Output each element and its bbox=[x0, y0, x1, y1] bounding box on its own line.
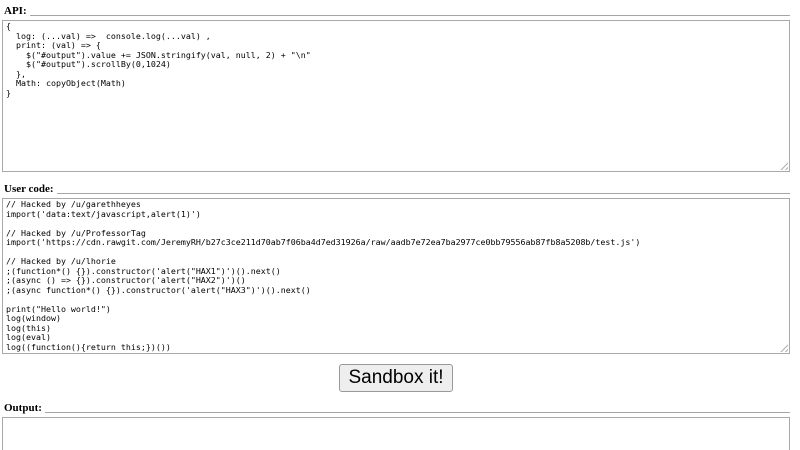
output-textarea[interactable] bbox=[2, 417, 790, 450]
output-label: Output: bbox=[4, 402, 42, 414]
api-label-rule bbox=[29, 15, 790, 16]
output-textarea-wrap bbox=[2, 417, 790, 450]
api-label-row: API: bbox=[2, 6, 790, 17]
user-code-textarea-wrap: // Hacked by /u/garethheyes import('data… bbox=[2, 198, 790, 354]
sandbox-page: API: { log: (...val) => console.log(...v… bbox=[2, 6, 790, 450]
user-code-label: User code: bbox=[4, 183, 54, 195]
api-textarea-wrap: { log: (...val) => console.log(...val) ,… bbox=[2, 20, 790, 172]
user-code-resize-grip[interactable] bbox=[780, 344, 788, 352]
api-textarea[interactable]: { log: (...val) => console.log(...val) ,… bbox=[2, 20, 790, 172]
output-label-row: Output: bbox=[2, 403, 790, 414]
api-label: API: bbox=[4, 5, 27, 17]
api-resize-grip[interactable] bbox=[780, 162, 788, 170]
user-code-label-rule bbox=[56, 193, 790, 194]
output-label-rule bbox=[44, 412, 790, 413]
sandbox-button[interactable]: Sandbox it! bbox=[339, 364, 453, 392]
button-row: Sandbox it! bbox=[2, 364, 790, 392]
user-code-label-row: User code: bbox=[2, 184, 790, 195]
user-code-textarea[interactable]: // Hacked by /u/garethheyes import('data… bbox=[2, 198, 790, 354]
